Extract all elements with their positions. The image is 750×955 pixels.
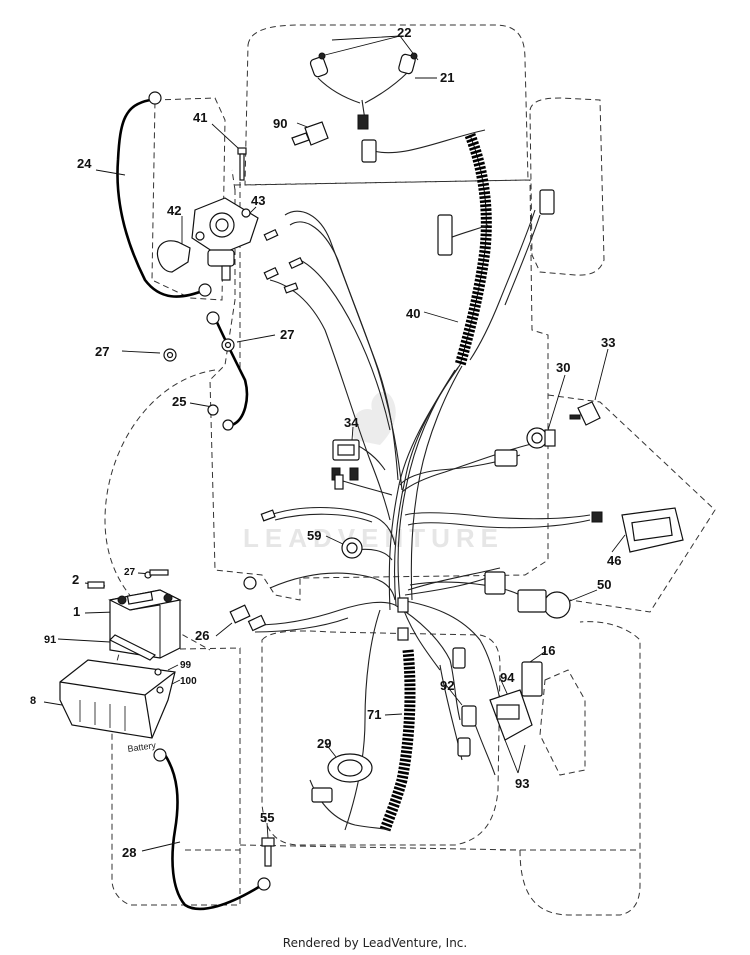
part-43-solenoid — [191, 197, 259, 281]
callout-50: 50 — [597, 577, 611, 592]
callout-27-left: 27 — [95, 344, 109, 359]
callout-8: 8 — [30, 695, 36, 707]
main-wiring-bundle — [254, 71, 591, 831]
part-27-nuts — [163, 338, 235, 362]
callout-26: 26 — [195, 628, 209, 643]
callout-99: 99 — [180, 660, 192, 671]
part-46-hour-meter — [591, 507, 684, 553]
part-29-magneto — [311, 753, 373, 803]
part-21-22-headlight-harness — [309, 52, 418, 130]
callout-25: 25 — [172, 394, 186, 409]
coiled-harness-40 — [454, 132, 492, 367]
part-26-fuse — [229, 604, 267, 632]
callout-55: 55 — [260, 810, 274, 825]
watermark-text: LEADVENTURE — [243, 523, 504, 553]
part-42-boot — [156, 240, 191, 273]
footer-credit: Rendered by LeadVenture, Inc. — [282, 936, 468, 950]
spade-terminals-lower — [260, 474, 344, 522]
callout-2: 2 — [72, 572, 79, 587]
callout-94: 94 — [500, 670, 515, 685]
callout-46: 46 — [607, 553, 621, 568]
callout-27-battery: 27 — [124, 567, 136, 578]
callout-21: 21 — [440, 70, 454, 85]
part-1-battery — [108, 589, 182, 659]
callout-100: 100 — [180, 676, 197, 687]
part-50-switch — [397, 571, 571, 641]
callout-29: 29 — [317, 736, 331, 751]
callout-labels: 22 21 90 41 24 42 43 27 27 25 40 30 33 3… — [30, 25, 621, 860]
callout-40: 40 — [406, 306, 420, 321]
callout-42: 42 — [167, 203, 181, 218]
battery-tray-label: Battery — [127, 740, 157, 754]
callout-22: 22 — [397, 25, 411, 40]
part-59-light — [341, 537, 363, 559]
callout-90: 90 — [273, 116, 287, 131]
part-8-battery-tray — [59, 659, 176, 739]
callout-24: 24 — [77, 156, 92, 171]
part-33-relay — [569, 401, 601, 426]
callout-59: 59 — [307, 528, 321, 543]
watermark: LEADVENTURE — [243, 391, 504, 553]
part-connector-upper — [361, 139, 555, 256]
part-16-seat-switch — [521, 661, 586, 776]
leader-lines — [43, 35, 626, 852]
callout-93: 93 — [515, 776, 529, 791]
cable-terminals — [148, 91, 271, 891]
callout-71: 71 — [367, 707, 381, 722]
part-91-strap — [108, 634, 157, 661]
part-90-switch — [291, 121, 329, 146]
part-41-bolt — [237, 147, 247, 181]
spade-terminals-upper — [263, 228, 304, 294]
callout-27-right: 27 — [280, 327, 294, 342]
callout-43: 43 — [251, 193, 265, 208]
callout-33: 33 — [601, 335, 615, 350]
part-92-94-connectors — [452, 647, 533, 757]
part-30-ignition-switch — [494, 427, 556, 467]
part-2-27-bolts — [87, 569, 169, 589]
battery-cables — [116, 98, 263, 911]
callout-92: 92 — [440, 678, 454, 693]
part-55-bolt — [261, 837, 275, 867]
coiled-harness-71 — [379, 649, 416, 832]
part-34-switch — [331, 439, 360, 481]
callout-1: 1 — [73, 604, 80, 619]
callout-16: 16 — [541, 643, 555, 658]
callout-91: 91 — [44, 634, 56, 646]
callout-30: 30 — [556, 360, 570, 375]
callout-28: 28 — [122, 845, 136, 860]
callout-41: 41 — [193, 110, 207, 125]
callout-34: 34 — [344, 415, 359, 430]
